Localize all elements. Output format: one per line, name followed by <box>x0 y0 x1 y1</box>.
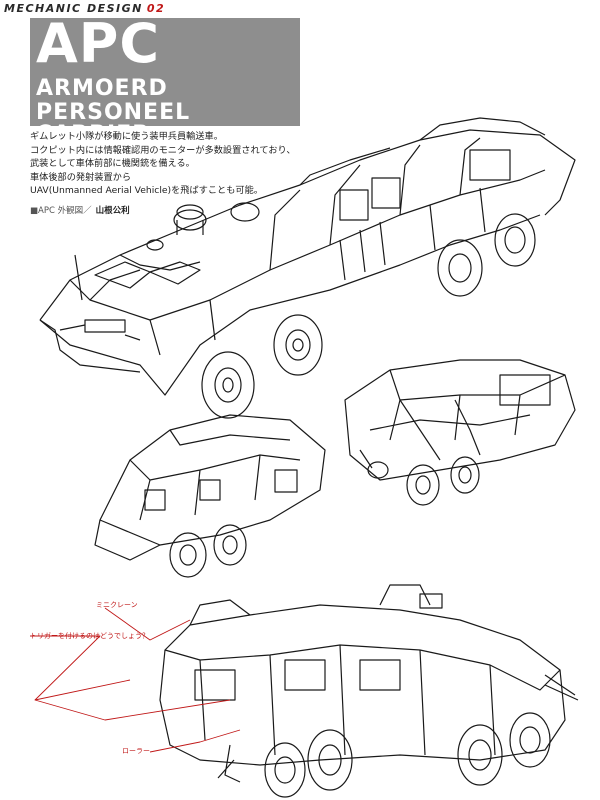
page-title: APC <box>36 12 160 75</box>
annotation-crane: ミニクレーン <box>96 601 138 609</box>
caption-label: ■APC 外観図 <box>30 206 84 216</box>
apc-chassis-drawing-right <box>344 359 576 506</box>
title-block: APC ARMOERD PERSONEEL CARRIER <box>30 12 300 146</box>
description-line: 武装として車体前部に機関銃を備える。 <box>30 158 195 169</box>
annotation-trigger: トリガーを付けるのはどうでしょう？ <box>30 632 149 640</box>
annotation-roller: ローラー <box>122 747 150 755</box>
annotation-leaders <box>30 607 241 753</box>
caption-separator: ／ <box>83 206 92 216</box>
series-label: MECHANIC DESIGN <box>4 2 143 15</box>
figure-caption: ■APC 外観図／山根公利 <box>30 204 130 216</box>
description: ギムレット小隊が移動に使う装甲兵員輸送車。 コクピット内には情報確認用のモニター… <box>30 130 330 198</box>
title-subline-1: ARMOERD <box>36 76 168 101</box>
title-subline-2: PERSONEEL CARRIER <box>36 100 191 147</box>
page-number: 02 <box>146 2 166 15</box>
description-line: コクピット内には情報確認用のモニターが多数設置されており、 <box>30 144 296 156</box>
apc-exterior-drawing <box>39 117 576 419</box>
description-line: ギムレット小隊が移動に使う装甲兵員輸送車。 <box>30 131 223 142</box>
caption-artist: 山根公利 <box>95 206 130 216</box>
description-line: 車体後部の発射装置から <box>30 171 132 183</box>
apc-underside-drawing-left <box>94 414 326 578</box>
apc-rear-drawing <box>159 584 579 798</box>
description-line: UAV(Unmanned Aerial Vehicle)を飛ばすことも可能。 <box>30 185 263 196</box>
